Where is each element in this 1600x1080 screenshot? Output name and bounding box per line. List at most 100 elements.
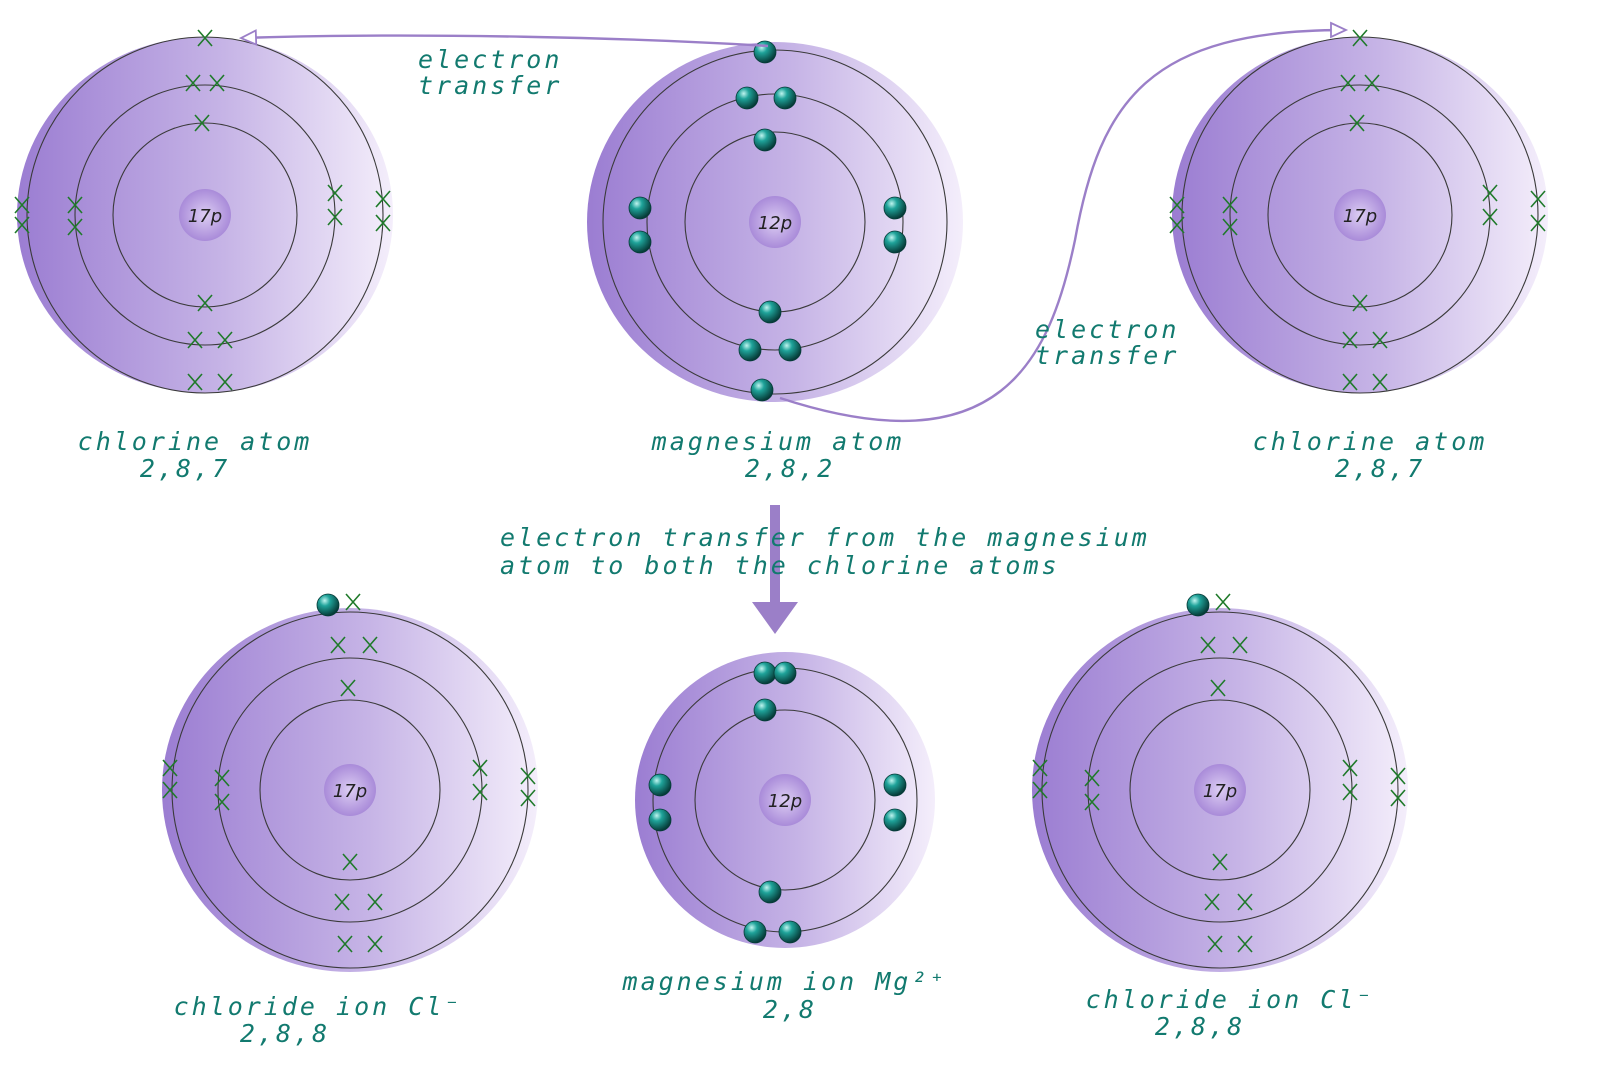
- electron-cross-icon: [1390, 767, 1406, 785]
- electron-cross-icon: [1530, 214, 1546, 232]
- chlorine-atom-left-name: chlorine atom: [78, 427, 313, 456]
- electron-cross-icon: [334, 893, 350, 911]
- electron-cross-icon: [327, 184, 343, 202]
- down-caption-line1: electron transfer from the magnesium: [500, 523, 1150, 552]
- shell-1: [112, 122, 298, 308]
- chloride-ion-left-config: 2,8,8: [240, 1019, 330, 1048]
- electron-cross-icon: [162, 781, 178, 799]
- electron-cross-icon: [1340, 74, 1356, 92]
- electron-cross-icon: [1342, 759, 1358, 777]
- magnesium-atom: 12p: [587, 40, 963, 402]
- electron-cross-icon: [1084, 769, 1100, 787]
- electron-cross-icon: [1032, 759, 1048, 777]
- electron-cross-icon: [1342, 373, 1358, 391]
- shell-2: [1229, 84, 1491, 346]
- electron-cross-icon: [1349, 114, 1365, 132]
- magnesium-ion-config: 2,8: [763, 995, 817, 1024]
- electron-cross-icon: [1084, 793, 1100, 811]
- electron-cross-icon: [187, 331, 203, 349]
- electron-dot-icon: [738, 338, 762, 362]
- electron-dot-icon: [773, 661, 797, 685]
- electron-transfer-arrow-left: [238, 29, 769, 48]
- chloride-ion-right-name: chloride ion Cl⁻: [1086, 985, 1375, 1014]
- electron-cross-icon: [1530, 190, 1546, 208]
- electron-dot-icon: [753, 698, 777, 722]
- electron-dot-icon: [778, 338, 802, 362]
- shell-1: [259, 699, 441, 881]
- electron-dot-icon: [773, 86, 797, 110]
- electron-cross-icon: [1237, 935, 1253, 953]
- nucleus-label: 17p: [1343, 206, 1377, 227]
- electron-cross-icon: [1482, 208, 1498, 226]
- electron-dot-icon: [628, 196, 652, 220]
- electron-cross-icon: [1482, 184, 1498, 202]
- electron-cross-icon: [367, 935, 383, 953]
- nucleus: [749, 196, 801, 248]
- electron-cross-icon: [1352, 29, 1368, 47]
- electron-cross-icon: [1390, 789, 1406, 807]
- electron-cross-icon: [1232, 636, 1248, 654]
- electron-dot-icon: [758, 880, 782, 904]
- electron-transfer-arrow-right: [779, 21, 1349, 423]
- electron-cross-icon: [472, 759, 488, 777]
- nucleus-label: 17p: [333, 781, 367, 802]
- nucleus: [1334, 189, 1386, 241]
- chlorine-atom-left: 17p: [14, 29, 393, 394]
- shell-1: [1267, 122, 1453, 308]
- chloride-ion-left: 17p: [162, 593, 538, 972]
- shell-1: [1129, 699, 1311, 881]
- electron-cross-icon: [197, 29, 213, 47]
- transfer-label-left-line1: electron: [418, 45, 562, 74]
- shell-electrons: [628, 40, 907, 402]
- chlorine-atom-right-name: chlorine atom: [1253, 427, 1488, 456]
- electron-cross-icon: [1222, 196, 1238, 214]
- down-arrow-head: [752, 602, 798, 634]
- electron-cross-icon: [214, 769, 230, 787]
- nucleus: [1194, 764, 1246, 816]
- electron-cross-icon: [337, 935, 353, 953]
- electron-cross-icon: [67, 196, 83, 214]
- electron-cross-icon: [67, 218, 83, 236]
- electron-cross-icon: [1200, 636, 1216, 654]
- electron-dot-icon: [883, 196, 907, 220]
- electron-dot-icon: [648, 808, 672, 832]
- electron-cross-icon: [1372, 331, 1388, 349]
- magnesium-ion: 12p: [635, 652, 935, 948]
- electron-cross-icon: [345, 593, 361, 611]
- electron-cross-icon: [1169, 216, 1185, 234]
- shell-3: [1041, 611, 1399, 969]
- electron-cross-icon: [1364, 74, 1380, 92]
- shell-3: [171, 611, 529, 969]
- electron-dot-icon: [883, 230, 907, 254]
- nucleus-label: 17p: [188, 206, 222, 227]
- electron-cross-icon: [1212, 853, 1228, 871]
- electron-cross-icon: [1215, 593, 1231, 611]
- chlorine-atom-left-config: 2,8,7: [140, 454, 230, 483]
- electron-cross-icon: [1342, 783, 1358, 801]
- electron-cross-icon: [1222, 218, 1238, 236]
- electron-cross-icon: [217, 373, 233, 391]
- electron-cross-icon: [1372, 373, 1388, 391]
- shell-electrons: [648, 661, 907, 944]
- electron-dot-icon: [758, 300, 782, 324]
- transfer-label-right-line2: transfer: [1035, 341, 1179, 370]
- electron-cross-icon: [162, 759, 178, 777]
- shell-electrons: [14, 29, 391, 391]
- electron-dot-icon: [648, 773, 672, 797]
- electron-dot-icon: [628, 230, 652, 254]
- shell-electrons: [1169, 29, 1546, 391]
- shell-electrons: [1032, 593, 1406, 953]
- electron-dot-icon: [753, 661, 777, 685]
- electron-cross-icon: [217, 331, 233, 349]
- electron-cross-icon: [1204, 893, 1220, 911]
- nucleus: [179, 189, 231, 241]
- electron-dot-icon: [753, 128, 777, 152]
- electron-cross-icon: [520, 767, 536, 785]
- electron-cross-icon: [375, 214, 391, 232]
- electron-dot-icon: [883, 773, 907, 797]
- electron-cross-icon: [209, 74, 225, 92]
- electron-cross-icon: [472, 783, 488, 801]
- electron-cross-icon: [362, 636, 378, 654]
- electron-cross-icon: [1210, 679, 1226, 697]
- electron-dot-icon: [743, 920, 767, 944]
